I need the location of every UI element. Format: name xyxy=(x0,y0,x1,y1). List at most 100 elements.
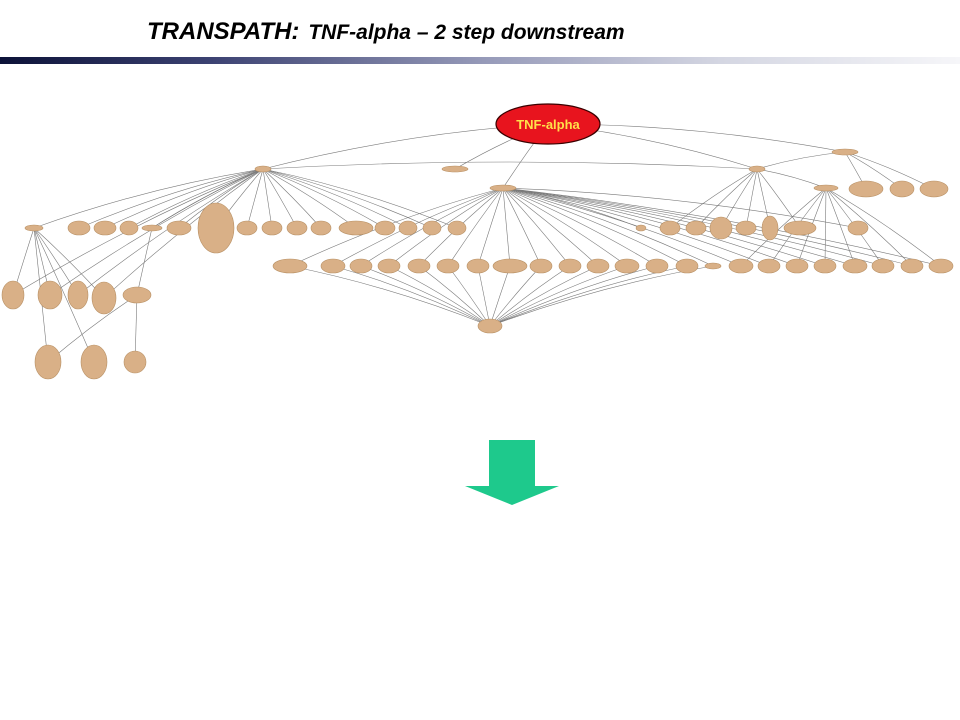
pathway-node[interactable] xyxy=(398,220,418,236)
pathway-node[interactable] xyxy=(441,165,469,173)
pathway-node[interactable] xyxy=(122,286,152,304)
pathway-edge xyxy=(332,187,504,267)
pathway-edge xyxy=(332,265,491,327)
network-edges xyxy=(12,123,942,363)
slide-title-sub: TNF-alpha – 2 step downstream xyxy=(308,21,625,44)
pathway-node[interactable] xyxy=(831,148,859,156)
pathway-node[interactable] xyxy=(37,280,63,310)
pathway-edge xyxy=(262,168,409,229)
pathway-edge xyxy=(756,151,846,170)
pathway-node[interactable] xyxy=(466,258,490,274)
pathway-node[interactable] xyxy=(489,184,517,192)
pathway-node[interactable] xyxy=(635,224,647,232)
pathway-edge xyxy=(502,187,856,267)
pathway-node[interactable] xyxy=(141,224,163,232)
pathway-node[interactable] xyxy=(783,220,817,236)
arrow-down-icon xyxy=(465,440,559,505)
pathway-node[interactable] xyxy=(848,180,884,198)
pathway-edge xyxy=(502,187,642,229)
pathway-node[interactable] xyxy=(197,202,235,254)
pathway-node[interactable] xyxy=(704,262,722,270)
pathway-node[interactable] xyxy=(24,224,44,232)
pathway-node[interactable] xyxy=(761,215,779,241)
pathway-node[interactable] xyxy=(813,258,837,274)
slide-title: TRANSPATH: TNF-alpha – 2 step downstream xyxy=(147,12,625,49)
pathway-node[interactable] xyxy=(847,220,869,236)
pathway-edge xyxy=(128,168,264,229)
pathway-node[interactable] xyxy=(529,258,553,274)
pathway-edge xyxy=(33,168,264,229)
pathway-node[interactable] xyxy=(236,220,258,236)
pathway-node[interactable] xyxy=(67,280,89,310)
pathway-node[interactable] xyxy=(80,344,108,380)
pathway-edge xyxy=(289,265,491,327)
pathway-node[interactable] xyxy=(436,258,460,274)
pathway-node[interactable] xyxy=(91,281,117,315)
pathway-node[interactable] xyxy=(842,258,868,274)
pathway-node[interactable] xyxy=(748,165,766,173)
pathway-node[interactable] xyxy=(320,258,346,274)
pathway-node[interactable] xyxy=(338,220,374,236)
pathway-node[interactable] xyxy=(709,216,733,240)
pathway-node[interactable] xyxy=(889,180,915,198)
down-arrow-shape xyxy=(465,440,559,505)
pathway-node[interactable] xyxy=(871,258,895,274)
slide-title-main: TRANSPATH: xyxy=(147,18,300,45)
pathway-edge xyxy=(824,187,827,267)
pathway-node[interactable] xyxy=(123,350,147,374)
pathway-node[interactable] xyxy=(645,258,669,274)
pathway-node[interactable] xyxy=(447,220,467,236)
pathway-node[interactable] xyxy=(675,258,699,274)
pathway-node[interactable] xyxy=(310,220,332,236)
pathway-node[interactable] xyxy=(492,258,528,274)
pathway-node[interactable] xyxy=(422,220,442,236)
pathway-node[interactable] xyxy=(757,258,781,274)
pathway-edge xyxy=(489,265,571,327)
pathway-node[interactable] xyxy=(349,258,373,274)
pathway-node[interactable] xyxy=(785,258,809,274)
pathway-edge xyxy=(825,187,913,267)
pathway-edge xyxy=(262,168,298,229)
pathway-edge xyxy=(136,227,153,296)
pathway-node[interactable] xyxy=(919,180,949,198)
pathway-node[interactable] xyxy=(374,220,396,236)
pathway-edge xyxy=(489,265,599,327)
pathway-node[interactable] xyxy=(34,344,62,380)
pathway-node[interactable] xyxy=(614,258,640,274)
root-node-tnf-alpha[interactable]: TNF-alpha xyxy=(495,103,601,145)
pathway-edge xyxy=(447,187,504,267)
pathway-edge xyxy=(502,187,826,267)
pathway-node[interactable] xyxy=(93,220,117,236)
pathway-node[interactable] xyxy=(558,258,582,274)
root-node-shape[interactable] xyxy=(495,103,601,145)
pathway-node[interactable] xyxy=(928,258,954,274)
pathway-edge xyxy=(262,168,273,229)
pathway-edge xyxy=(825,187,942,267)
pathway-edge xyxy=(489,265,688,327)
pathway-node[interactable] xyxy=(813,184,839,192)
pathway-node[interactable] xyxy=(261,220,283,236)
pathway-node[interactable] xyxy=(900,258,924,274)
pathway-edge xyxy=(262,168,322,229)
pathway-node[interactable] xyxy=(407,258,431,274)
pathway-node[interactable] xyxy=(254,165,272,173)
pathway-edge xyxy=(289,187,504,267)
pathway-edge xyxy=(502,187,599,267)
pathway-node[interactable] xyxy=(1,280,25,310)
pathway-node[interactable] xyxy=(166,220,192,236)
pathway-node[interactable] xyxy=(659,220,681,236)
pathway-edge xyxy=(262,168,386,229)
pathway-node[interactable] xyxy=(67,220,91,236)
pathway-node[interactable] xyxy=(685,220,707,236)
pathway-node[interactable] xyxy=(272,258,308,274)
pathway-node[interactable] xyxy=(377,258,401,274)
pathway-node[interactable] xyxy=(586,258,610,274)
pathway-node[interactable] xyxy=(477,318,503,334)
pathway-node[interactable] xyxy=(286,220,308,236)
pathway-edge xyxy=(502,187,542,267)
pathway-node[interactable] xyxy=(728,258,754,274)
pathway-node[interactable] xyxy=(119,220,139,236)
pathway-edge xyxy=(502,187,628,267)
pathway-node[interactable] xyxy=(735,220,757,236)
pathway-edge xyxy=(695,168,758,229)
